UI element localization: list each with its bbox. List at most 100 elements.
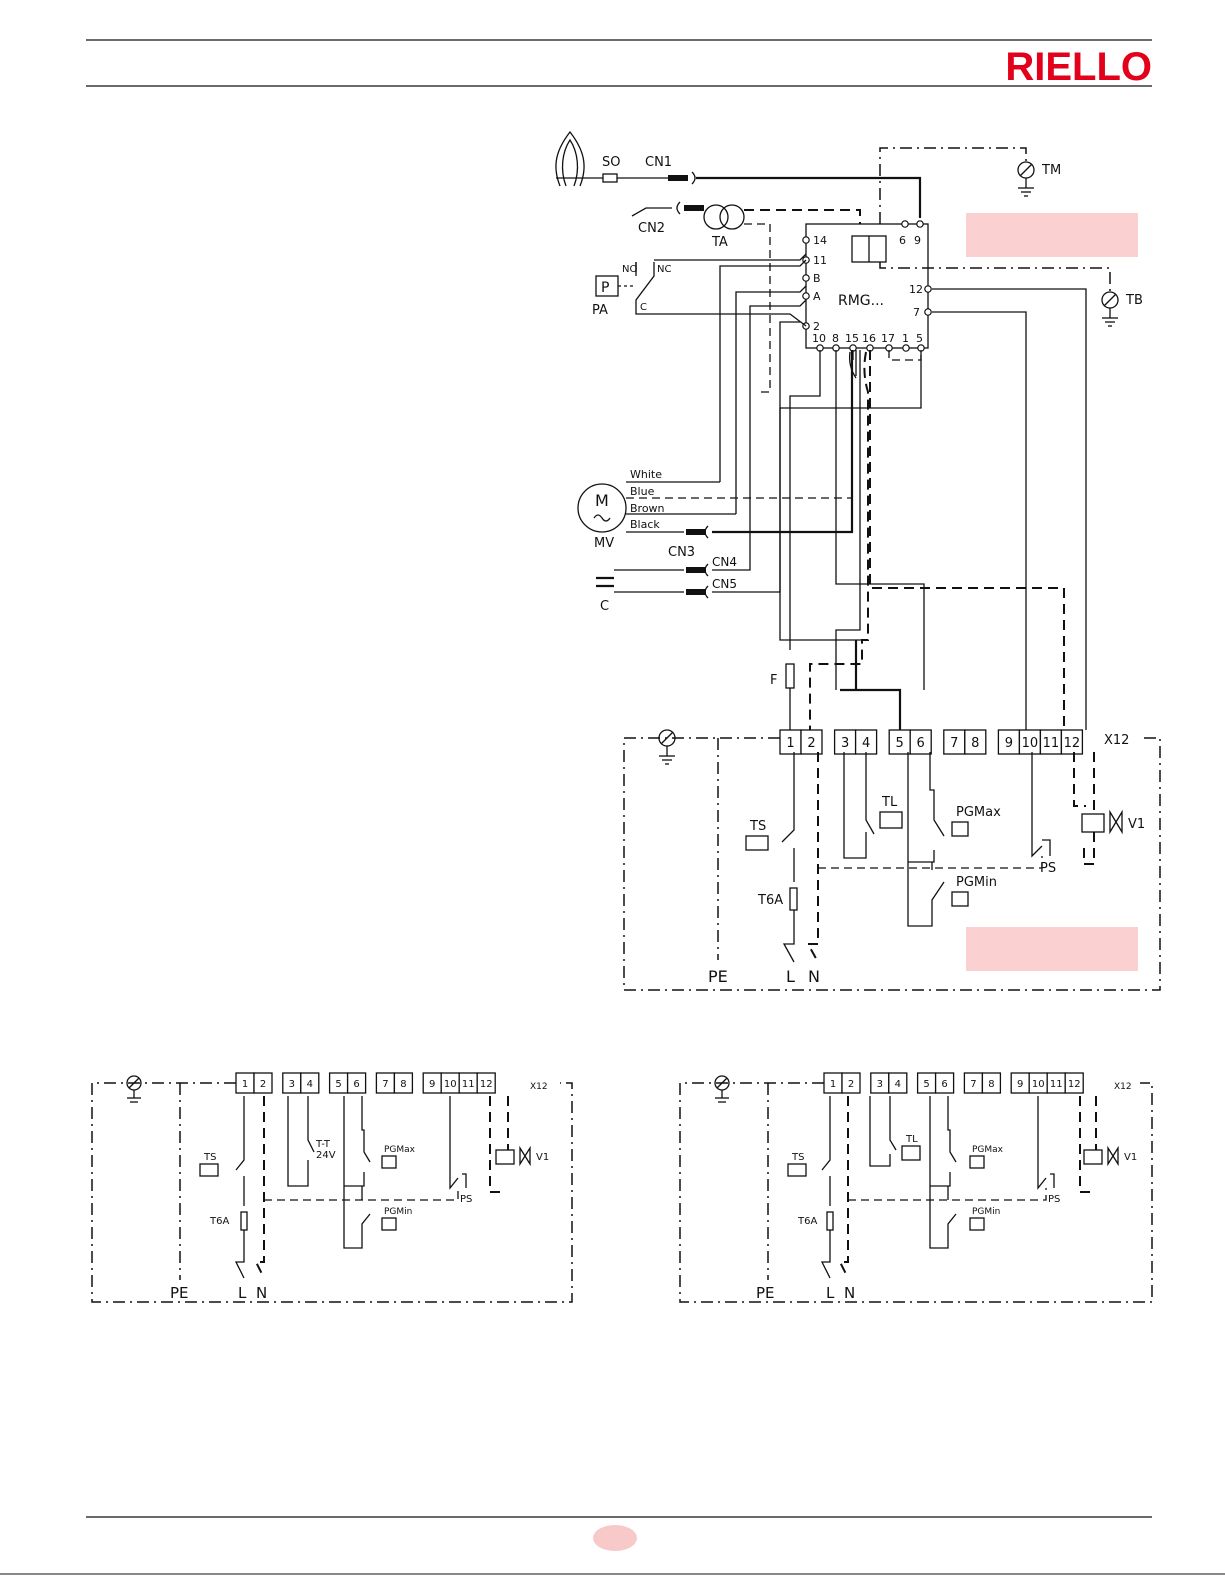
x12-terminal-label: 3 [841,736,849,751]
x12-terminal-label: 1 [786,736,794,751]
label-no: NO [622,264,637,275]
label-l-right: L [826,1284,835,1302]
x12-terminal [964,729,987,755]
x12-terminal-label: 2 [848,1079,854,1090]
x12-terminal-label: 11 [1043,736,1060,751]
term-17: 17 [881,332,895,345]
label-ts-right: TS [791,1152,804,1163]
label-ta: TA [711,235,728,250]
label-pa: PA [592,303,608,318]
x12-terminal-label: 6 [941,1079,947,1090]
term-a: A [813,290,821,303]
x12-terminal-label: 7 [950,736,958,751]
x12-terminal [346,1072,367,1094]
label-capacitor: C [600,599,609,614]
x12-terminal [300,1072,320,1094]
x12-terminal [1064,1072,1084,1094]
x12-terminal-label: 11 [462,1079,475,1090]
x12-terminal-label: 1 [830,1079,836,1090]
label-x12-right: X12 [1114,1082,1132,1092]
earth-icon [1017,161,1035,197]
x12-terminal-label: 9 [1005,736,1013,751]
x12-terminal-label: 12 [1068,1079,1081,1090]
term-7: 7 [913,306,920,319]
x12-terminal-label: 8 [400,1079,406,1090]
term-1: 1 [902,332,909,345]
valve-icon [1081,813,1105,833]
x12-terminal-label: 5 [335,1079,341,1090]
term-5: 5 [916,332,923,345]
x12-terminal-label: 6 [917,736,925,751]
x12-terminal-label: 10 [1032,1079,1045,1090]
main-diagram: SO CN1 CN2 TA RMG... [555,130,1161,991]
x12-terminal [934,1072,955,1094]
label-tl-right: TL [905,1134,918,1145]
x12-terminal-label: 11 [1050,1079,1063,1090]
x12-terminal-label: 12 [480,1079,493,1090]
label-t6a-right: T6A [797,1216,817,1227]
x12-terminal [981,1072,1002,1094]
x12-terminal [393,1072,414,1094]
label-cn5: CN5 [712,577,737,591]
label-ts: TS [749,819,766,834]
term-2: 2 [813,320,820,333]
label-cn3: CN3 [668,545,695,560]
x12-terminal-label: 5 [896,736,904,751]
label-cn4: CN4 [712,555,737,569]
term-15: 15 [845,332,859,345]
label-pe: PE [708,967,728,986]
earth-icon [714,1075,730,1103]
valve-icon [1083,1149,1103,1165]
motor-icon: M [577,483,627,533]
x12-terminal [888,1072,908,1094]
label-n-left: N [256,1284,267,1302]
x12-terminal-label: 10 [1022,736,1039,751]
label-x12-left: X12 [530,1082,548,1092]
term-16: 16 [862,332,876,345]
wire-brown: Brown [630,502,665,515]
x12-terminal-label: 10 [444,1079,457,1090]
label-t6a: T6A [757,893,783,908]
label-pgmin: PGMin [956,875,997,890]
x12-terminal-label: 9 [1017,1079,1023,1090]
label-pgmax: PGMax [956,805,1001,820]
label-l-left: L [238,1284,247,1302]
wire-white: White [630,468,662,481]
fuse-icon [789,887,798,911]
x12-terminal-label: 4 [895,1079,901,1090]
x12-terminal [841,1072,861,1094]
label-pgmin-right: PGMin [972,1207,1000,1217]
capacitor-icon [596,576,614,588]
x12-terminal-label: 8 [971,736,979,751]
label-n-right: N [844,1284,855,1302]
earth-icon [126,1075,142,1103]
fuse-icon [240,1211,248,1231]
label-c: C [640,302,647,313]
highlight-box-top [966,213,1138,257]
label-v1-left: V1 [536,1152,549,1163]
label-l: L [786,967,795,986]
page-number-marker [593,1525,637,1551]
label-tt-left: T-T [315,1139,331,1150]
x12-terminal-label: 4 [307,1079,313,1090]
label-v1: V1 [1128,817,1145,832]
cn1-connector [668,175,688,181]
label-pgmax-right: PGMax [972,1145,1004,1155]
term-8: 8 [832,332,839,345]
label-n: N [808,967,820,986]
fuse-icon [785,663,795,689]
term-9: 9 [914,234,921,247]
x12-terminal-label: 2 [807,736,815,751]
label-cn2: CN2 [638,221,665,236]
label-nc: NC [657,264,671,275]
label-tm: TM [1041,163,1061,178]
rmg-terminals [802,220,932,352]
label-24v-left: 24V [316,1150,336,1161]
term-6: 6 [899,234,906,247]
label-pe-right: PE [756,1284,775,1302]
x12-terminal-label: 1 [242,1079,248,1090]
